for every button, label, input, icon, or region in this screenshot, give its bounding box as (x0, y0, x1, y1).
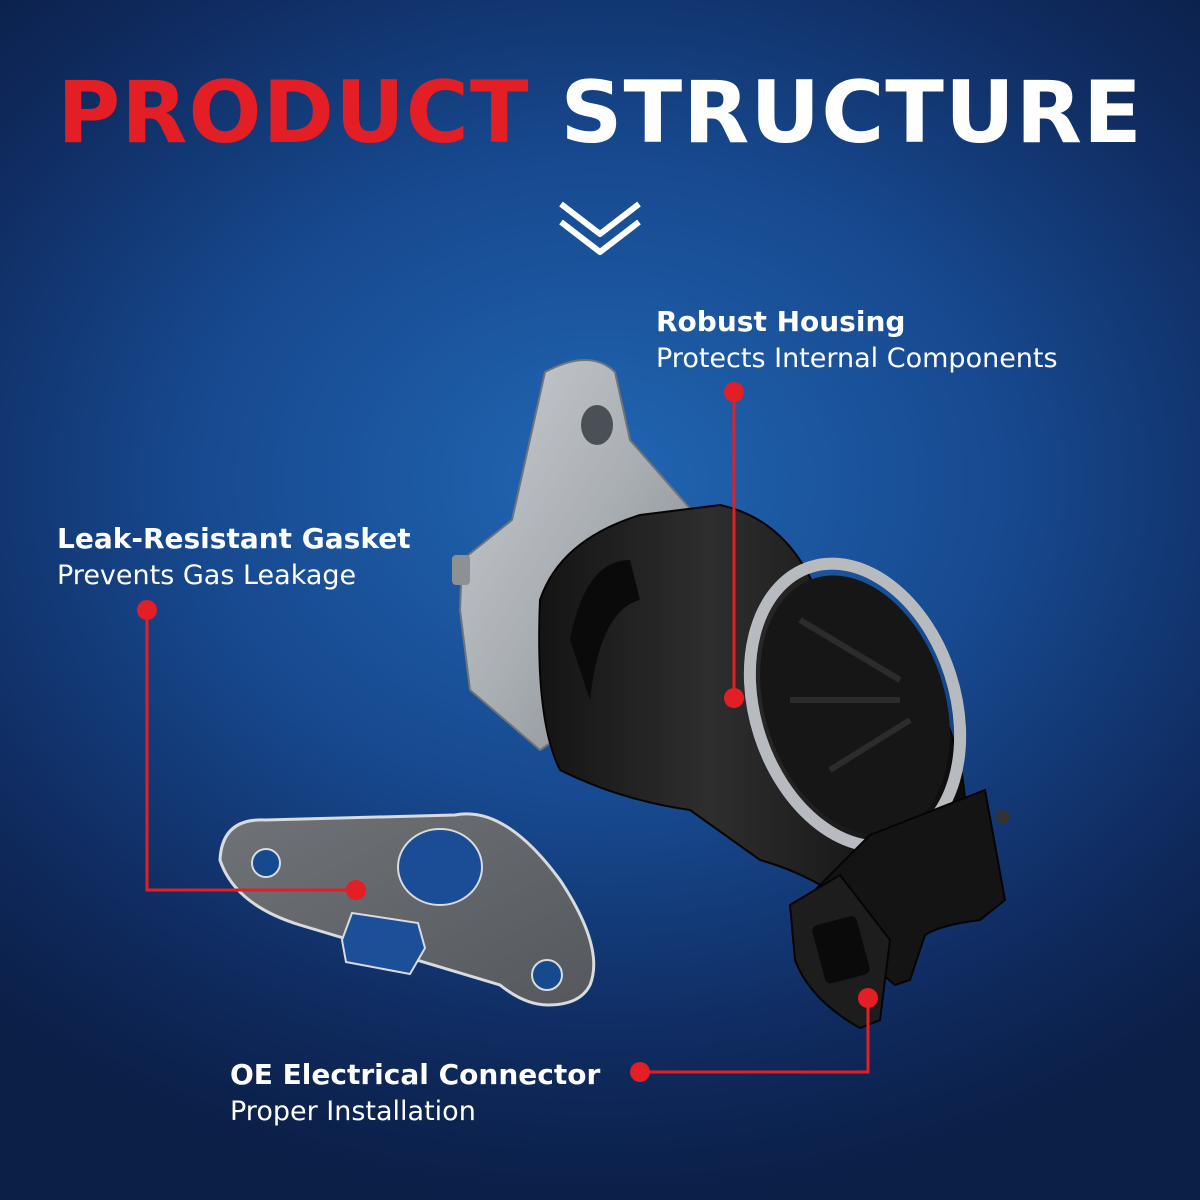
page-title: PRODUCT STRUCTURE (0, 70, 1200, 156)
callout-gasket: Leak-Resistant Gasket Prevents Gas Leaka… (57, 522, 411, 592)
callout-housing: Robust Housing Protects Internal Compone… (656, 305, 1058, 375)
title-word-product: PRODUCT (57, 63, 530, 163)
callout-housing-description: Protects Internal Components (656, 342, 1058, 374)
callout-gasket-heading: Leak-Resistant Gasket (57, 522, 411, 555)
callout-connector-description: Proper Installation (230, 1095, 476, 1127)
callout-leaders (137, 382, 878, 1082)
title-word-structure: STRUCTURE (560, 63, 1143, 163)
callout-housing-heading: Robust Housing (656, 305, 906, 338)
gasket-shape (218, 812, 596, 1007)
callout-connector: OE Electrical Connector Proper Installat… (230, 1058, 600, 1128)
callout-connector-heading: OE Electrical Connector (230, 1058, 601, 1091)
callout-gasket-description: Prevents Gas Leakage (57, 559, 357, 591)
double-chevron-down-icon (559, 201, 641, 255)
